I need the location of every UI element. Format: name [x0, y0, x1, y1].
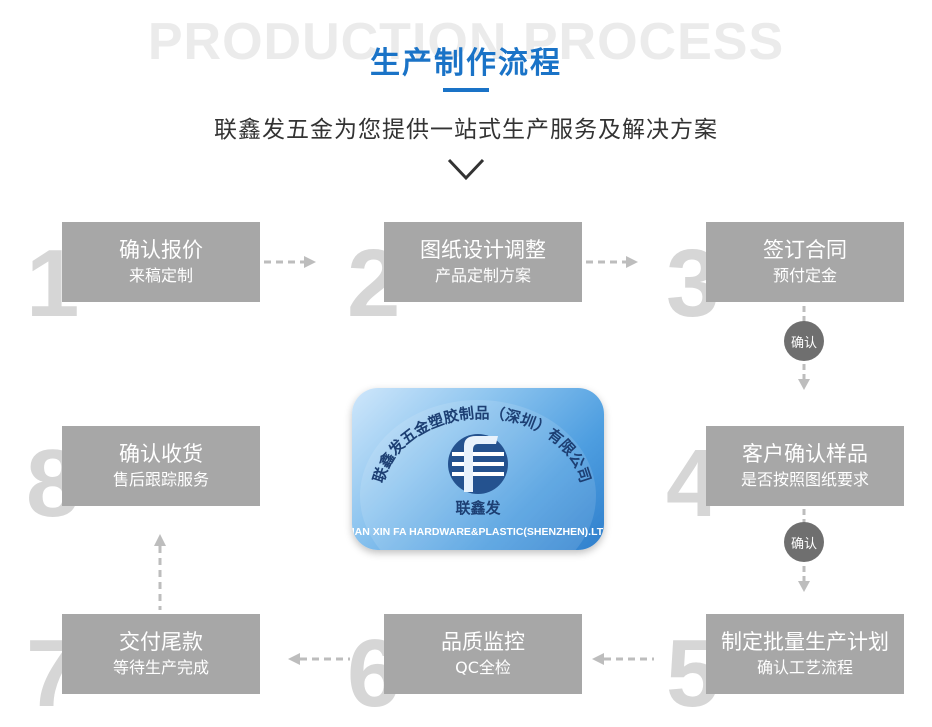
- step-box-6: 品质监控 QC全检: [384, 614, 582, 694]
- company-logo: 联鑫发五金塑胶制品（深圳）有限公司 联鑫发 LIAN XIN FA HARDWA…: [352, 400, 604, 550]
- arrow-right-icon: [264, 256, 316, 268]
- dashed-line: [802, 306, 806, 322]
- confirm-badge: 确认: [784, 321, 824, 361]
- step-title: 图纸设计调整: [420, 238, 546, 262]
- page-title: 生产制作流程: [370, 46, 562, 81]
- step-box-7: 交付尾款 等待生产完成: [62, 614, 260, 694]
- arrow-up-icon: [154, 534, 166, 610]
- arrow-left-icon: [288, 653, 350, 665]
- step-desc: 来稿定制: [128, 266, 193, 285]
- step-title: 制定批量生产计划: [721, 630, 889, 654]
- step-desc: 产品定制方案: [434, 266, 531, 285]
- logo-brand: 联鑫发: [455, 499, 501, 517]
- step-desc: 是否按照图纸要求: [740, 470, 869, 489]
- chevron-down-icon: [447, 158, 485, 181]
- page-subtitle: 联鑫发五金为您提供一站式生产服务及解决方案: [214, 117, 718, 143]
- step-title: 客户确认样品: [742, 442, 868, 466]
- step-desc: QC全检: [455, 658, 511, 677]
- background-title: PRODUCTION PROCESS: [147, 13, 785, 71]
- step-title: 品质监控: [441, 630, 525, 654]
- step-title: 确认报价: [119, 238, 203, 262]
- step-title: 交付尾款: [119, 630, 203, 654]
- step-desc: 售后跟踪服务: [112, 470, 209, 489]
- step-box-3: 签订合同 预付定金: [706, 222, 904, 302]
- arrow-down-icon: [798, 364, 810, 390]
- step-box-4: 客户确认样品 是否按照图纸要求: [706, 426, 904, 506]
- step-desc: 确认工艺流程: [756, 658, 853, 677]
- step-desc: 预付定金: [772, 266, 837, 285]
- title-underline: [443, 88, 489, 92]
- company-logo-card: 联鑫发五金塑胶制品（深圳）有限公司 联鑫发 LIAN XIN FA HARDWA…: [352, 388, 604, 550]
- arrow-right-icon: [586, 256, 638, 268]
- arrow-down-icon: [798, 566, 810, 592]
- step-title: 确认收货: [119, 442, 203, 466]
- step-box-2: 图纸设计调整 产品定制方案: [384, 222, 582, 302]
- step-desc: 等待生产完成: [112, 658, 209, 677]
- step-title: 签订合同: [763, 238, 847, 262]
- confirm-badge: 确认: [784, 522, 824, 562]
- step-box-5: 制定批量生产计划 确认工艺流程: [706, 614, 904, 694]
- step-box-8: 确认收货 售后跟踪服务: [62, 426, 260, 506]
- arrow-left-icon: [592, 653, 654, 665]
- step-box-1: 确认报价 来稿定制: [62, 222, 260, 302]
- logo-en-company: LIAN XIN FA HARDWARE&PLASTIC(SHENZHEN).L…: [352, 526, 604, 538]
